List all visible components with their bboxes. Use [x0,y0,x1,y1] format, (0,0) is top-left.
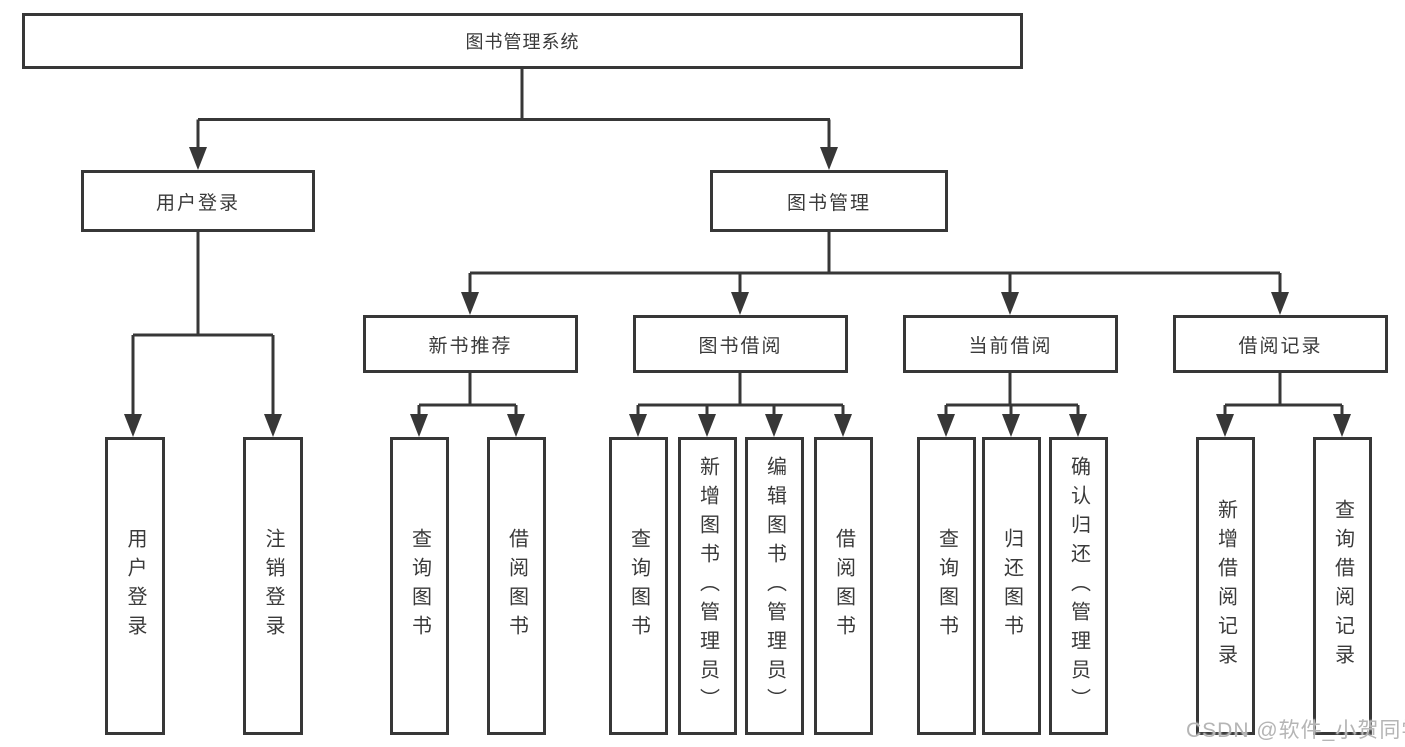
node-library-management-system: 图书管理系统 [22,13,1023,69]
node-book-management: 图书管理 [710,170,948,232]
arrow-icon [765,414,783,437]
arrow-icon [698,414,716,437]
arrow-icon [189,147,207,170]
leaf-recommend-query-books: 查询图书 [390,437,449,735]
node-current-borrow: 当前借阅 [903,315,1118,373]
arrow-icon [124,414,142,437]
node-new-book-recommend: 新书推荐 [363,315,578,373]
arrow-icon [731,292,749,315]
arrow-icon [264,414,282,437]
leaf-records-add-record: 新增借阅记录 [1196,437,1255,735]
arrow-icon [937,414,955,437]
arrow-icon [1002,414,1020,437]
arrow-icon [629,414,647,437]
leaf-current-confirm-return-admin: 确认归还（管理员） [1049,437,1108,735]
leaf-logout: 注销登录 [243,437,303,735]
arrow-icon [1001,292,1019,315]
leaf-borrow-add-books-admin: 新增图书（管理员） [678,437,737,735]
arrow-icon [1069,414,1087,437]
arrow-icon [410,414,428,437]
arrowheads [124,147,1351,437]
node-book-borrow: 图书借阅 [633,315,848,373]
leaf-borrow-edit-books-admin: 编辑图书（管理员） [745,437,804,735]
arrow-icon [820,147,838,170]
leaf-borrow-query-books: 查询图书 [609,437,668,735]
node-user-login: 用户登录 [81,170,315,232]
leaf-borrow-borrow-books: 借阅图书 [814,437,873,735]
arrow-icon [461,292,479,315]
arrow-icon [1333,414,1351,437]
node-borrow-records: 借阅记录 [1173,315,1388,373]
leaf-records-query-record: 查询借阅记录 [1313,437,1372,735]
arrow-icon [507,414,525,437]
leaf-recommend-borrow-books: 借阅图书 [487,437,546,735]
csdn-watermark: CSDN @软件_小贺同学 [1186,719,1405,742]
leaf-user-login: 用户登录 [105,437,165,735]
leaf-current-query-books: 查询图书 [917,437,976,735]
arrow-icon [1216,414,1234,437]
leaf-current-return-books: 归还图书 [982,437,1041,735]
connector-path [131,69,1344,418]
arrow-icon [834,414,852,437]
arrow-icon [1271,292,1289,315]
